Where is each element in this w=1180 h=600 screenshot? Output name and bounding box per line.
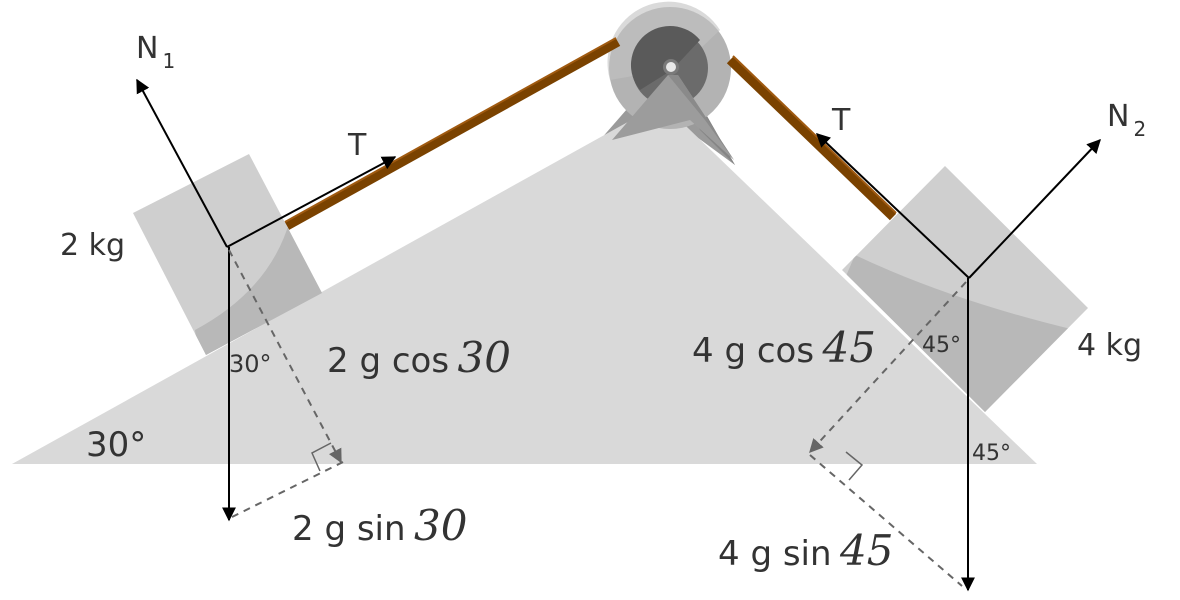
tension-arrow-right [815, 133, 970, 279]
sin-label-right: 4 g sin 45 [718, 526, 894, 575]
right-angle-mark-right [845, 451, 864, 481]
angle-label-left-weight: 30° [229, 350, 272, 378]
double-incline [12, 103, 1037, 464]
angle-label-right-ground: 45° [972, 441, 1011, 466]
normal-arrow-n1 [136, 78, 228, 248]
mass-label-4kg: 4 kg [1077, 328, 1142, 363]
mass-label-2kg: 2 kg [60, 228, 125, 263]
cos-label-right: 4 g cos 45 [692, 323, 876, 372]
tension-label-left: T [347, 128, 367, 163]
rope-left [284, 37, 621, 230]
tension-arrow-left [226, 156, 397, 248]
normal-arrow-n2 [968, 138, 1101, 279]
pulley [607, 1, 734, 160]
right-angle-mark-left [311, 442, 332, 472]
cos-label-left: 2 g cos 30 [327, 333, 511, 382]
angle-label-right-weight: 45° [922, 333, 961, 358]
cos-component-left [228, 249, 342, 464]
sin-label-left: 2 g sin 30 [292, 501, 468, 550]
rope-right [726, 55, 897, 221]
incline-angle-label: 30° [86, 425, 146, 465]
tension-label-right: T [831, 103, 851, 138]
